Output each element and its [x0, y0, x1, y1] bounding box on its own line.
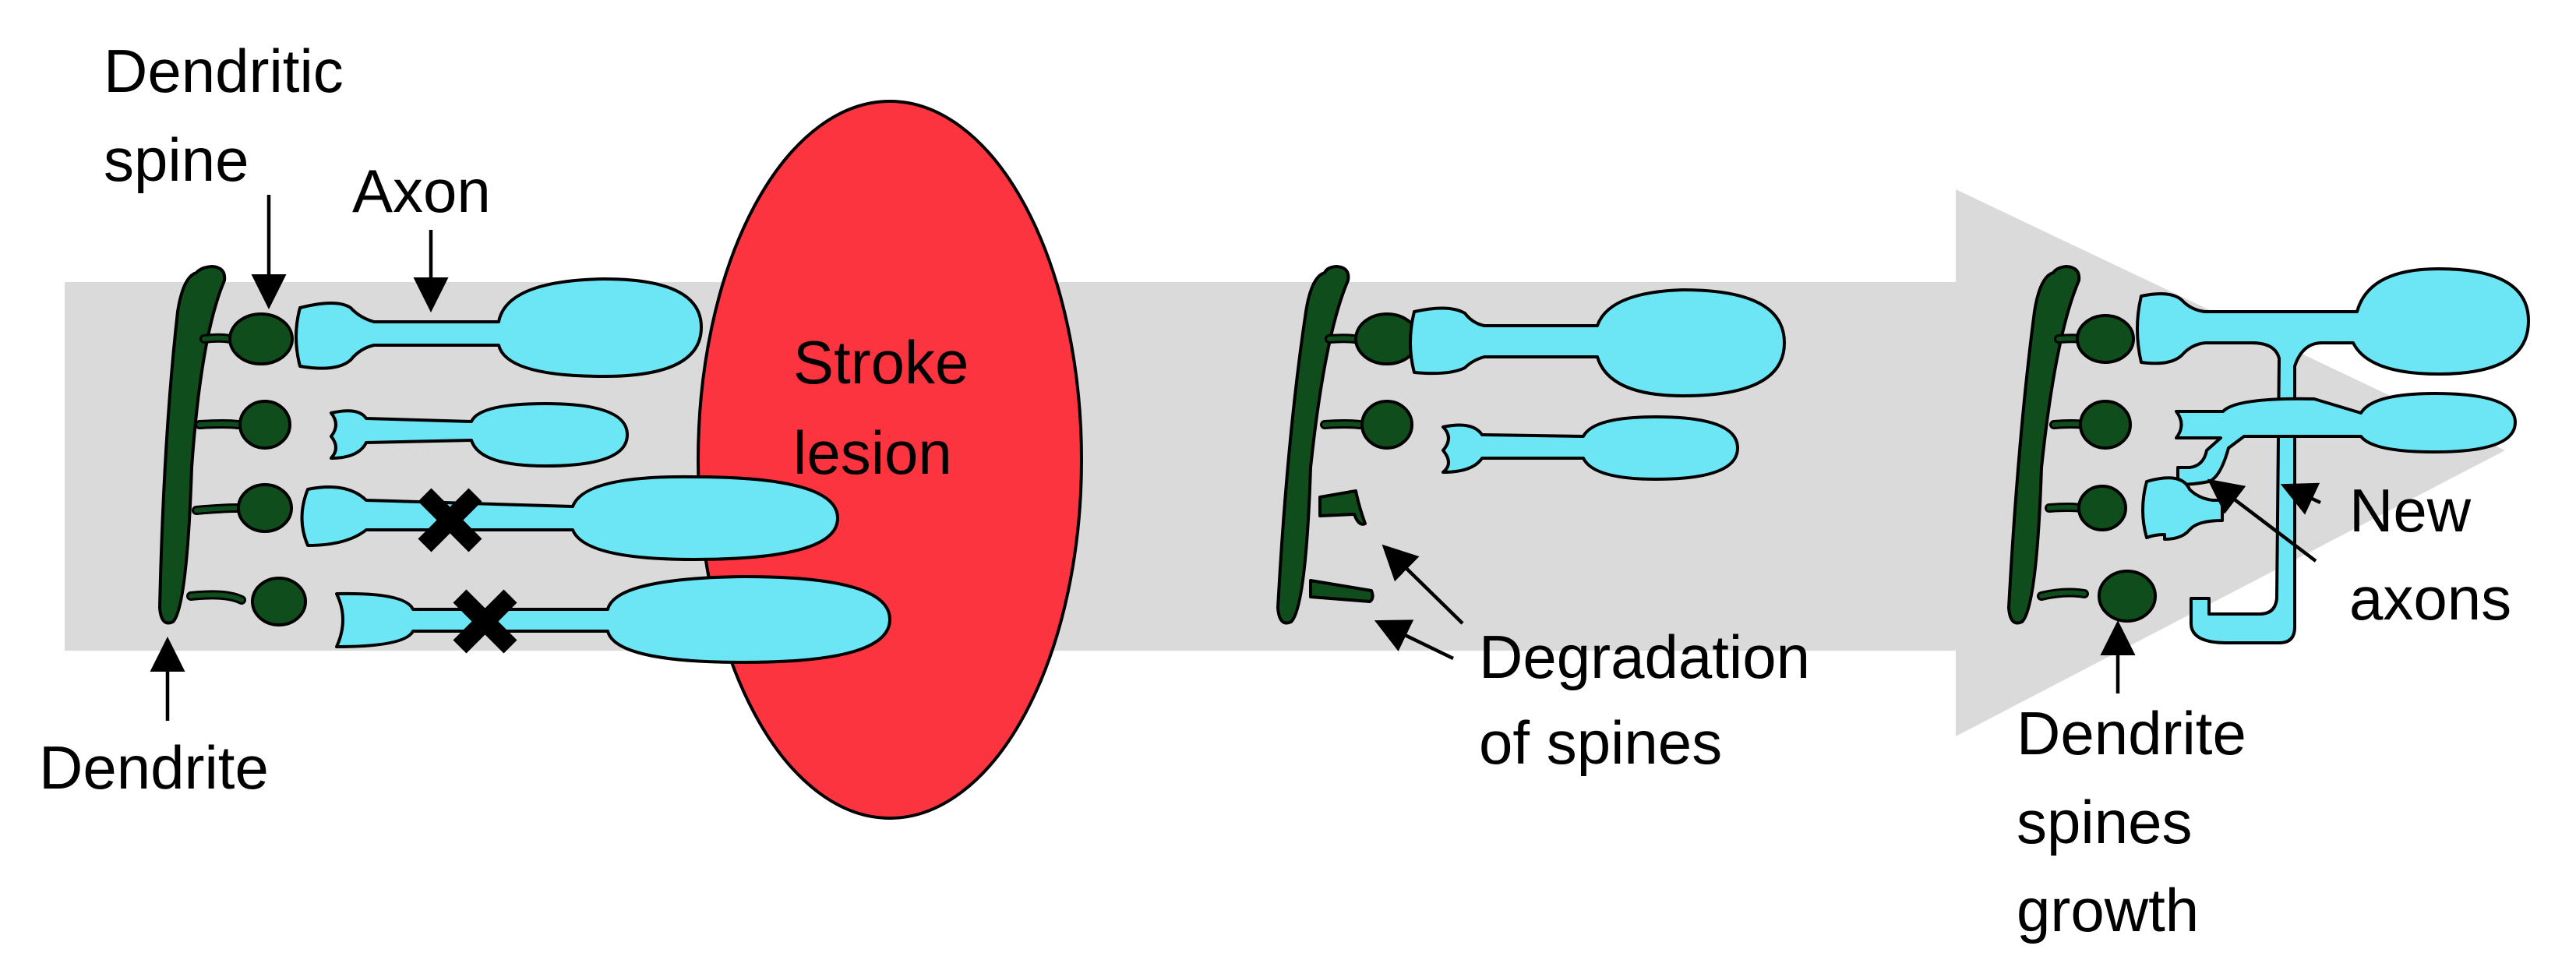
new-axons-pointer [2280, 482, 2321, 515]
x-mark-icon [418, 488, 482, 552]
dendritic-spine-head [237, 483, 293, 533]
degradation-label-line1: Degradation [1479, 623, 1810, 691]
new-axon [2141, 476, 2224, 541]
axon [2136, 267, 2530, 644]
dendrite-label: Dendrite [39, 733, 269, 802]
axon [2175, 392, 2517, 486]
dendritic-spine-head [238, 400, 291, 450]
dendritic-spine-label-line1: Dendritic [104, 37, 344, 105]
growth-label-line1: Dendrite [2017, 699, 2246, 768]
new-axons-label-line2: axons [2349, 564, 2511, 633]
axon-label: Axon [352, 157, 491, 225]
degraded-spine [1318, 489, 1367, 526]
axon [1442, 415, 1739, 481]
lesion-label-line2: lesion [793, 418, 952, 487]
degraded-spine [1309, 579, 1374, 603]
degradation-pointer [1374, 619, 1454, 661]
dendritic-spine-head [1354, 312, 1420, 365]
panel-spine-degradation: Degradation of spines [1276, 265, 1810, 777]
dendritic-spine-head [2077, 485, 2127, 531]
dendritic-spine-head [228, 312, 294, 365]
lesion-label-line1: Stroke [793, 328, 969, 397]
degradation-label-line2: of spines [1479, 708, 1722, 777]
growth-label-line2: spines [2017, 788, 2192, 856]
axon [330, 402, 629, 468]
dendritic-spine-head [2079, 400, 2132, 450]
dendritic-spine-head [251, 577, 307, 626]
dendritic-spine-label-line2: spine [104, 125, 249, 194]
degradation-pointer [1382, 544, 1464, 625]
axon [1409, 288, 1786, 397]
dendrite [158, 265, 227, 625]
regrown-spine-head [2098, 570, 2157, 623]
dendritic-spine-head [2076, 314, 2135, 364]
dendrite [1276, 265, 1350, 625]
growth-label-line3: growth [2017, 876, 2199, 944]
panel-recovery: New axons Dendrite spines growth [2007, 265, 2530, 944]
new-axons-label-line1: New [2349, 476, 2472, 545]
panel-intact-synapses: Dendritic spine Axon Dendrite [39, 37, 891, 802]
axon [335, 575, 891, 664]
dendritic-spine-head [1360, 400, 1413, 450]
dendrite [2007, 265, 2081, 625]
axon [295, 277, 703, 378]
new-axons-pointer [2207, 478, 2317, 563]
axon [300, 475, 839, 561]
x-mark-icon [453, 589, 517, 654]
